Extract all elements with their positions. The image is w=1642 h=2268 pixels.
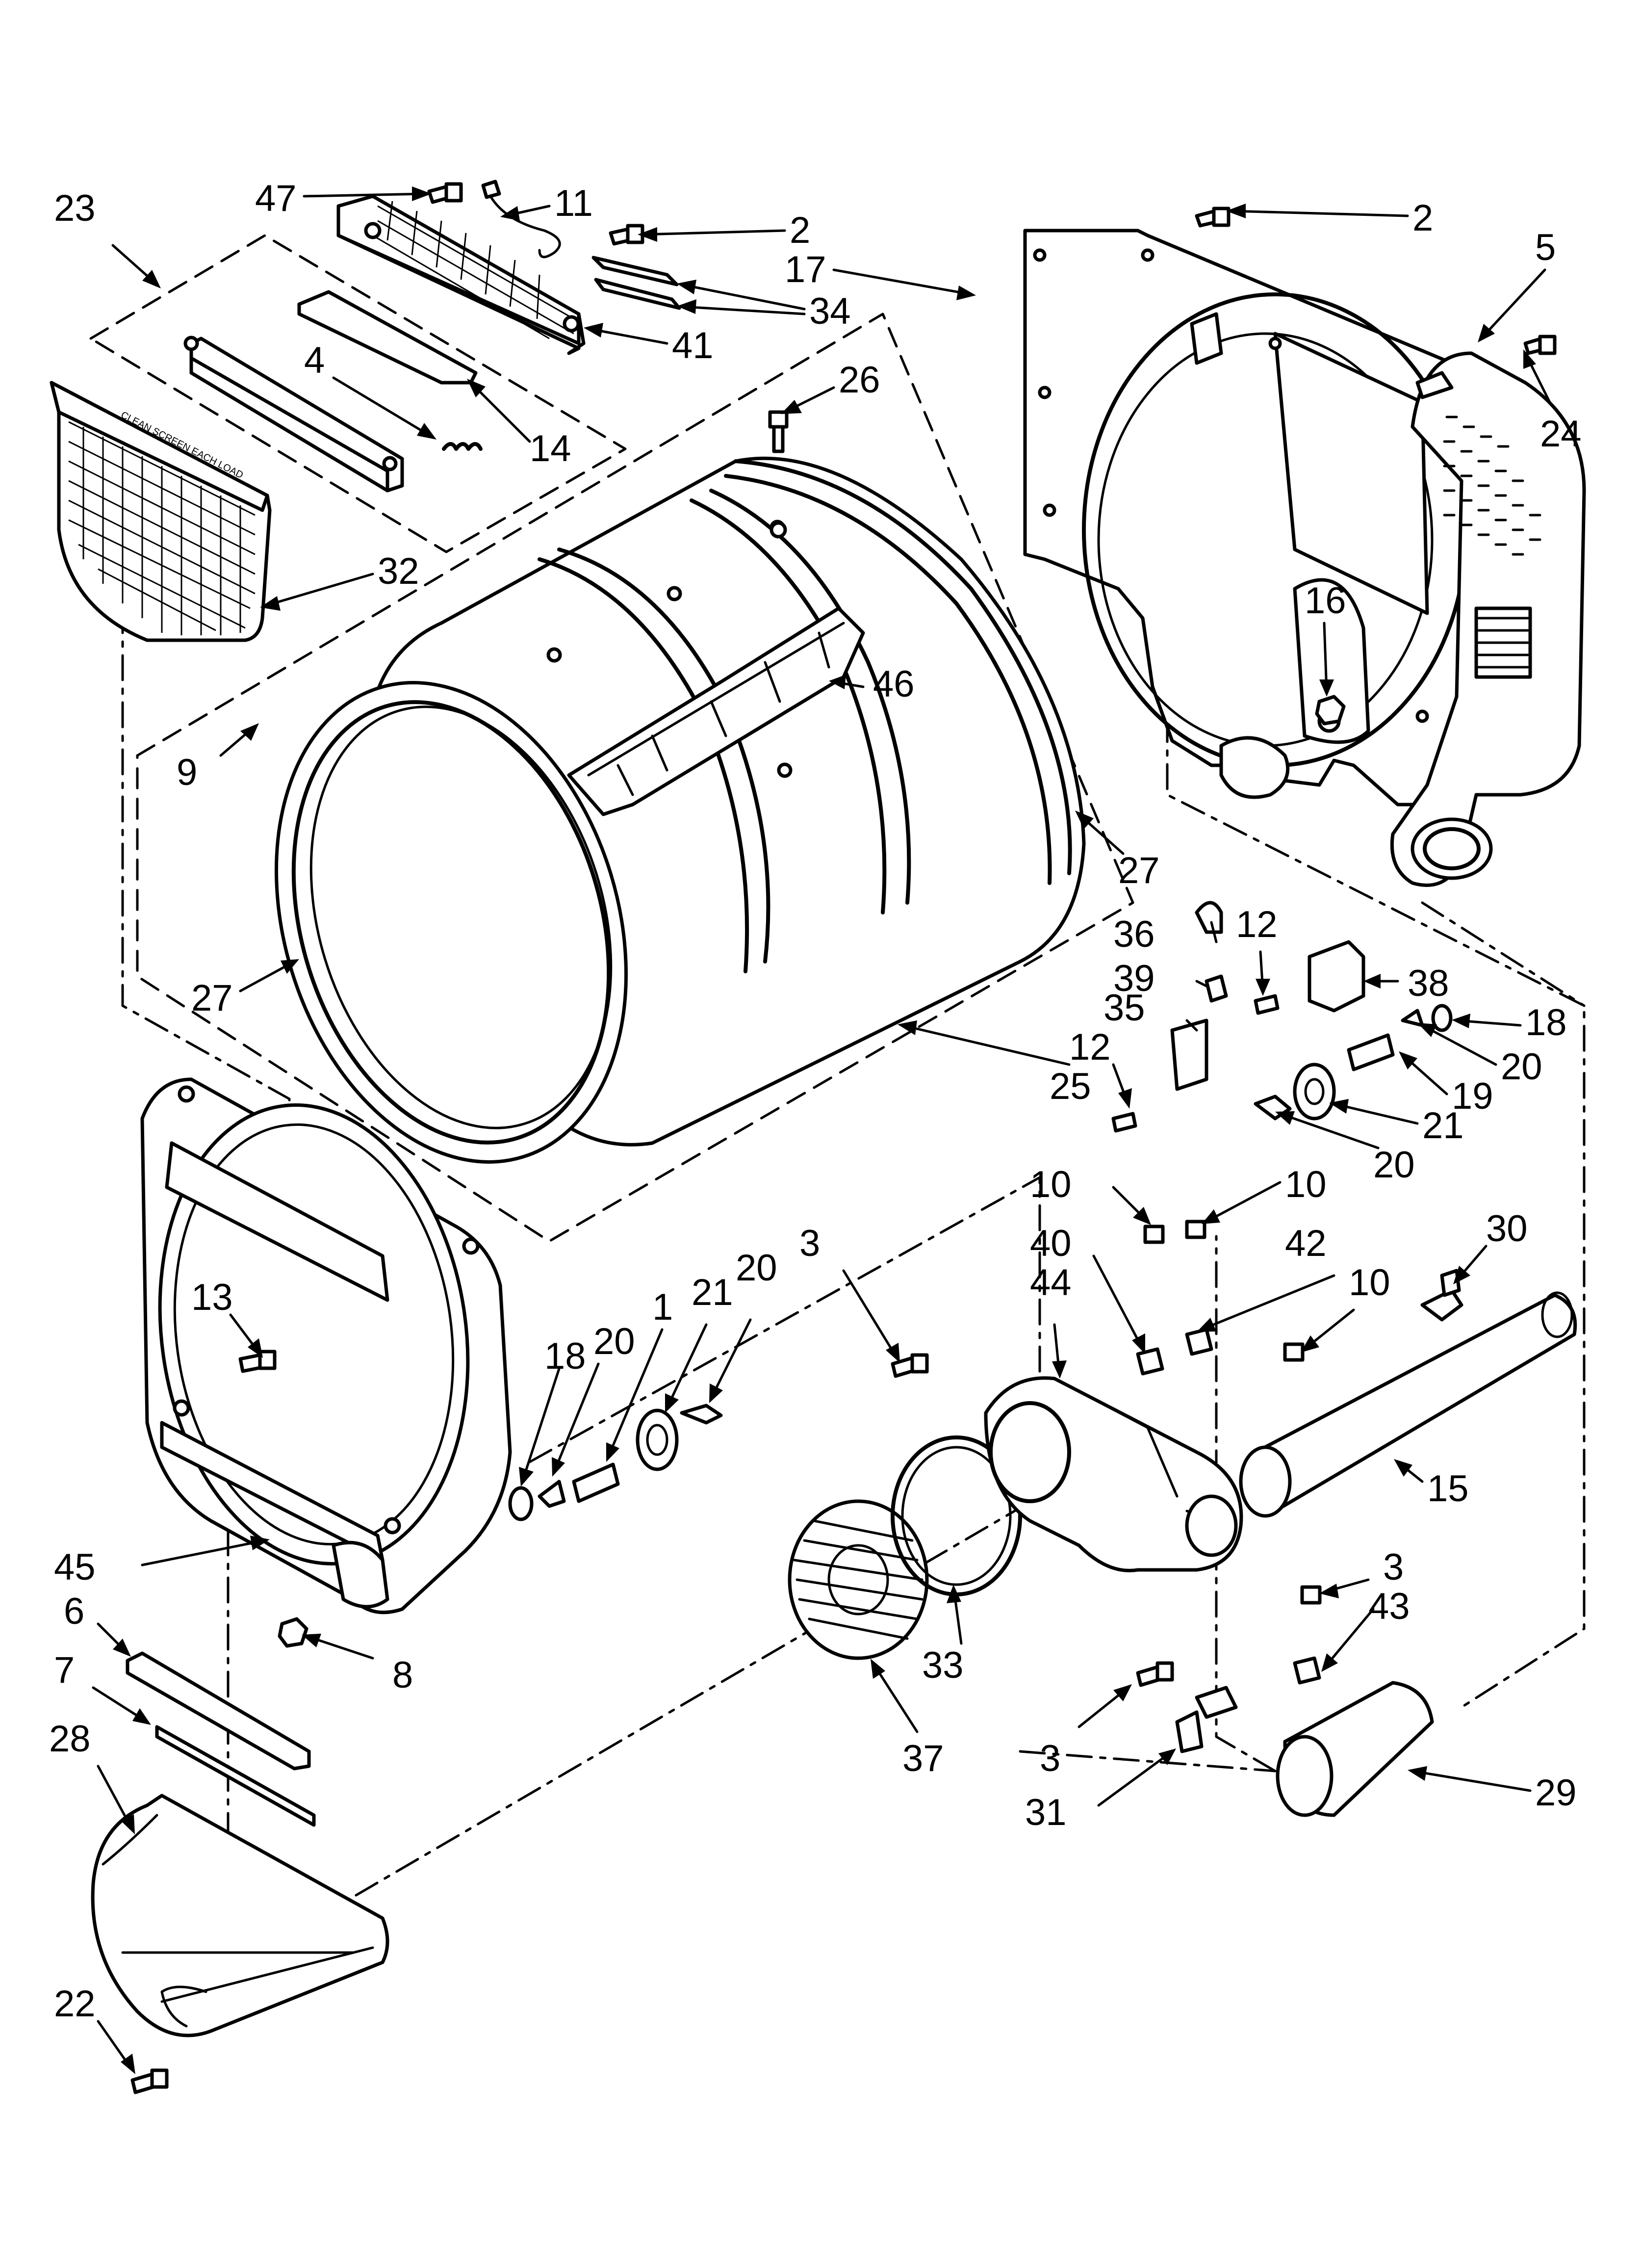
callout-4: 4 (304, 339, 325, 381)
callout-10-left: 10 (1030, 1164, 1072, 1205)
nut-16 (1315, 695, 1346, 726)
callout-18-left: 18 (544, 1335, 586, 1377)
callout-41: 41 (672, 325, 714, 366)
callout-28: 28 (49, 1718, 91, 1760)
callout-25: 25 (1050, 1066, 1091, 1107)
callout-2-top: 2 (790, 209, 810, 251)
callout-44: 44 (1030, 1262, 1072, 1303)
drum-bolt-26 (768, 410, 789, 539)
callout-20-left: 20 (593, 1321, 635, 1362)
vent-pattern (1443, 416, 1541, 556)
callout-3-right: 3 (1383, 1546, 1404, 1588)
callout-10-lower: 10 (1349, 1262, 1390, 1303)
bracket-6 (126, 1651, 311, 1771)
screw-47 (427, 182, 463, 204)
fasteners-misc (891, 1220, 1322, 1687)
screw-2-top (609, 224, 644, 246)
front-bearing-assembly (508, 1404, 723, 1521)
lint-duct-piece (183, 336, 404, 493)
callout-42: 42 (1285, 1223, 1327, 1264)
drum-front-seal (275, 681, 628, 1164)
wire-clip-11 (481, 180, 561, 259)
callout-26: 26 (839, 359, 880, 401)
heater-can-29 (1276, 1681, 1434, 1817)
callout-27-right: 27 (1118, 850, 1160, 891)
screw-24 (1523, 335, 1557, 355)
callout-3-upper: 3 (799, 1223, 820, 1264)
nut-8 (278, 1617, 308, 1648)
blower-housing-44 (984, 1376, 1243, 1572)
screw-13 (238, 1350, 277, 1373)
callout-labels: 47 11 2 34 41 23 4 14 32 26 17 2 5 24 16… (49, 178, 1582, 2025)
callout-19: 19 (1452, 1075, 1493, 1117)
callout-33: 33 (922, 1644, 964, 1686)
callout-37: 37 (902, 1738, 944, 1779)
callout-7: 7 (54, 1649, 75, 1691)
blower-wheel-37 (788, 1499, 929, 1660)
callout-45: 45 (54, 1546, 96, 1588)
callout-2-rear: 2 (1412, 197, 1433, 239)
callout-21-left: 21 (692, 1272, 733, 1313)
lint-screen-housing (336, 194, 586, 355)
callout-30: 30 (1486, 1208, 1528, 1250)
callout-15: 15 (1427, 1468, 1469, 1510)
callout-16: 16 (1305, 580, 1346, 622)
callout-12-lower: 12 (1069, 1026, 1111, 1068)
callout-32: 32 (378, 550, 419, 592)
seal-7 (155, 1725, 316, 1827)
callout-6: 6 (64, 1590, 84, 1632)
seal-strips-34 (591, 256, 681, 310)
callout-34: 34 (809, 290, 851, 332)
callout-3-lower: 3 (1040, 1738, 1060, 1779)
lint-filter-magnet-strip (297, 290, 478, 385)
callout-14: 14 (530, 428, 571, 469)
front-bulkhead (140, 1077, 512, 1615)
lint-screen: CLEAN SCREEN EACH LOAD (50, 381, 272, 642)
callout-21-right: 21 (1422, 1105, 1464, 1147)
callout-20-left-right: 20 (736, 1247, 777, 1289)
callout-29: 29 (1535, 1772, 1577, 1814)
callout-18-right: 18 (1525, 1002, 1567, 1043)
heater-duct-cover (1390, 351, 1586, 887)
callout-31: 31 (1025, 1792, 1067, 1833)
leader-lines (92, 186, 1551, 2074)
callout-11: 11 (554, 182, 593, 224)
spring (442, 442, 483, 451)
callout-47: 47 (255, 178, 297, 219)
callout-23: 23 (54, 187, 96, 229)
toe-duct-28 (91, 1794, 389, 2037)
screw-22 (130, 2068, 169, 2094)
callout-8: 8 (392, 1654, 413, 1696)
rear-bulkhead (1023, 229, 1468, 807)
callout-10-right: 10 (1285, 1164, 1327, 1205)
callout-43: 43 (1368, 1586, 1410, 1627)
callout-1: 1 (652, 1286, 673, 1328)
callout-36: 36 (1113, 913, 1155, 955)
callout-22: 22 (54, 1983, 96, 2025)
callout-12-top: 12 (1236, 904, 1278, 945)
callout-20-right-bottom: 20 (1373, 1144, 1415, 1186)
callout-40: 40 (1030, 1223, 1072, 1264)
callout-5: 5 (1535, 227, 1556, 268)
bracket-30 (1420, 1269, 1463, 1322)
callout-27-left: 27 (191, 977, 233, 1019)
callout-38: 38 (1408, 963, 1449, 1004)
callout-17: 17 (785, 249, 826, 290)
callout-13: 13 (191, 1277, 233, 1318)
screw-2-rear (1195, 207, 1231, 228)
drum-baffle (567, 606, 865, 816)
sensor-cluster (1111, 901, 1453, 1133)
callout-35: 35 (1103, 987, 1145, 1029)
callout-39: 39 (1113, 958, 1155, 999)
callout-9: 9 (177, 752, 197, 793)
callout-46: 46 (873, 663, 915, 705)
callout-24: 24 (1540, 413, 1582, 455)
clip-31 (1175, 1686, 1238, 1753)
exhaust-duct-15 (1239, 1291, 1577, 1518)
callout-20-right-top: 20 (1501, 1046, 1542, 1088)
